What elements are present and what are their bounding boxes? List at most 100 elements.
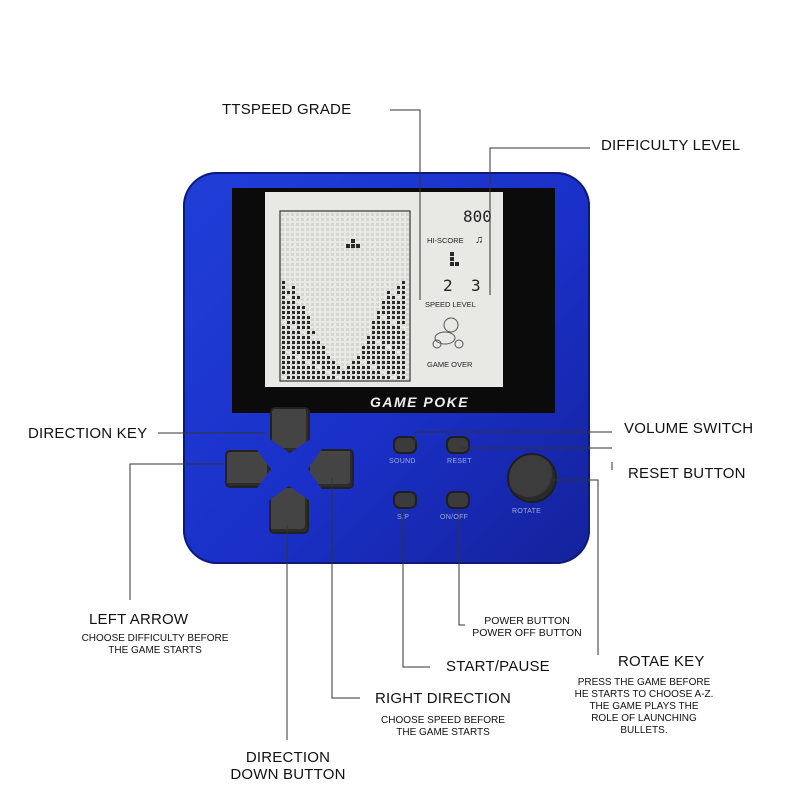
- tetris-block: [302, 346, 305, 349]
- tetris-block: [287, 356, 290, 359]
- tetris-block: [382, 341, 385, 344]
- tetris-block: [387, 321, 390, 324]
- tetris-block: [337, 371, 340, 374]
- tetris-block: [292, 346, 295, 349]
- tetris-block: [402, 321, 405, 324]
- tetris-block: [282, 286, 285, 289]
- tetris-block: [282, 356, 285, 359]
- tetris-block: [302, 336, 305, 339]
- tetris-block: [302, 351, 305, 354]
- tetris-block: [282, 301, 285, 304]
- leader-rotate: [549, 479, 599, 655]
- tetris-block: [382, 356, 385, 359]
- tetris-block: [282, 326, 285, 329]
- tetris-block: [392, 361, 395, 364]
- tetris-block: [287, 346, 290, 349]
- tetris-block: [397, 326, 400, 329]
- tetris-block: [282, 281, 285, 284]
- tetris-block: [332, 371, 335, 374]
- tetris-block: [292, 331, 295, 334]
- tetris-block: [292, 291, 295, 294]
- label-rotate-key-desc: PRESS THE GAME BEFORE HE STARTS TO CHOOS…: [574, 677, 714, 736]
- tetris-block: [397, 291, 400, 294]
- tetris-block: [397, 356, 400, 359]
- speed-level-label: SPEED LEVEL: [425, 300, 476, 309]
- leader-volume: [414, 431, 612, 442]
- tetris-block: [397, 366, 400, 369]
- tetris-block: [402, 331, 405, 334]
- tetris-block: [382, 361, 385, 364]
- tetris-block: [297, 361, 300, 364]
- tetris-block: [302, 316, 305, 319]
- leader-speed-grade: [390, 109, 421, 300]
- tetris-block: [387, 361, 390, 364]
- tetris-block: [402, 291, 405, 294]
- tetris-block: [402, 306, 405, 309]
- tetris-block: [322, 361, 325, 364]
- tetris-block: [382, 346, 385, 349]
- tetris-block: [322, 356, 325, 359]
- tetris-block: [307, 331, 310, 334]
- tetris-block: [402, 376, 405, 379]
- tetris-block: [297, 371, 300, 374]
- label-rotate-key: ROTAE KEY: [618, 653, 705, 670]
- tetris-block: [347, 366, 350, 369]
- tetris-block: [402, 311, 405, 314]
- tetris-block: [377, 331, 380, 334]
- tetris-block: [367, 376, 370, 379]
- tetris-block: [287, 376, 290, 379]
- tetris-block: [302, 371, 305, 374]
- tetris-block: [367, 371, 370, 374]
- tetris-block: [292, 341, 295, 344]
- label-power-button: POWER BUTTON POWER OFF BUTTON: [472, 615, 582, 639]
- tetris-block: [377, 346, 380, 349]
- tetris-block: [382, 351, 385, 354]
- tetris-block: [312, 341, 315, 344]
- label-volume-switch: VOLUME SWITCH: [624, 420, 754, 437]
- tetris-block: [292, 316, 295, 319]
- tetris-block: [292, 336, 295, 339]
- tetris-block: [372, 376, 375, 379]
- tetris-block: [402, 296, 405, 299]
- tetris-block: [307, 316, 310, 319]
- tetris-block: [297, 306, 300, 309]
- tetris-block: [367, 346, 370, 349]
- tetris-block: [307, 356, 310, 359]
- tetris-block: [292, 366, 295, 369]
- tetris-block: [297, 366, 300, 369]
- rotate-button[interactable]: [507, 453, 557, 503]
- onoff-caption: ON/OFF: [440, 514, 469, 521]
- tetris-block: [372, 351, 375, 354]
- tetris-block: [322, 376, 325, 379]
- tetris-block: [327, 356, 330, 359]
- tetris-block: [372, 346, 375, 349]
- tetris-block: [312, 331, 315, 334]
- tetris-block: [372, 341, 375, 344]
- tetris-block: [302, 326, 305, 329]
- tetris-block: [302, 361, 305, 364]
- start-pause-button[interactable]: [393, 491, 417, 509]
- tetris-block: [397, 301, 400, 304]
- reset-button[interactable]: [446, 436, 470, 454]
- falling-piece-block: [351, 239, 355, 243]
- sound-button[interactable]: [393, 436, 417, 454]
- tetris-block: [387, 341, 390, 344]
- tetris-block: [402, 336, 405, 339]
- power-button[interactable]: [446, 491, 470, 509]
- tetris-block: [382, 321, 385, 324]
- hiscore-label: HI-SCORE: [427, 236, 464, 245]
- tetris-block: [397, 311, 400, 314]
- tetris-block: [317, 371, 320, 374]
- tetris-block: [352, 376, 355, 379]
- screen-bezel-tab: [345, 390, 555, 413]
- tetris-block: [367, 366, 370, 369]
- tetris-block: [322, 366, 325, 369]
- tetris-block: [392, 316, 395, 319]
- tetris-block: [292, 371, 295, 374]
- tetris-block: [357, 361, 360, 364]
- tetris-block: [377, 376, 380, 379]
- tetris-block: [392, 336, 395, 339]
- falling-piece-block: [351, 244, 355, 248]
- tetris-block: [392, 311, 395, 314]
- tetris-block: [372, 356, 375, 359]
